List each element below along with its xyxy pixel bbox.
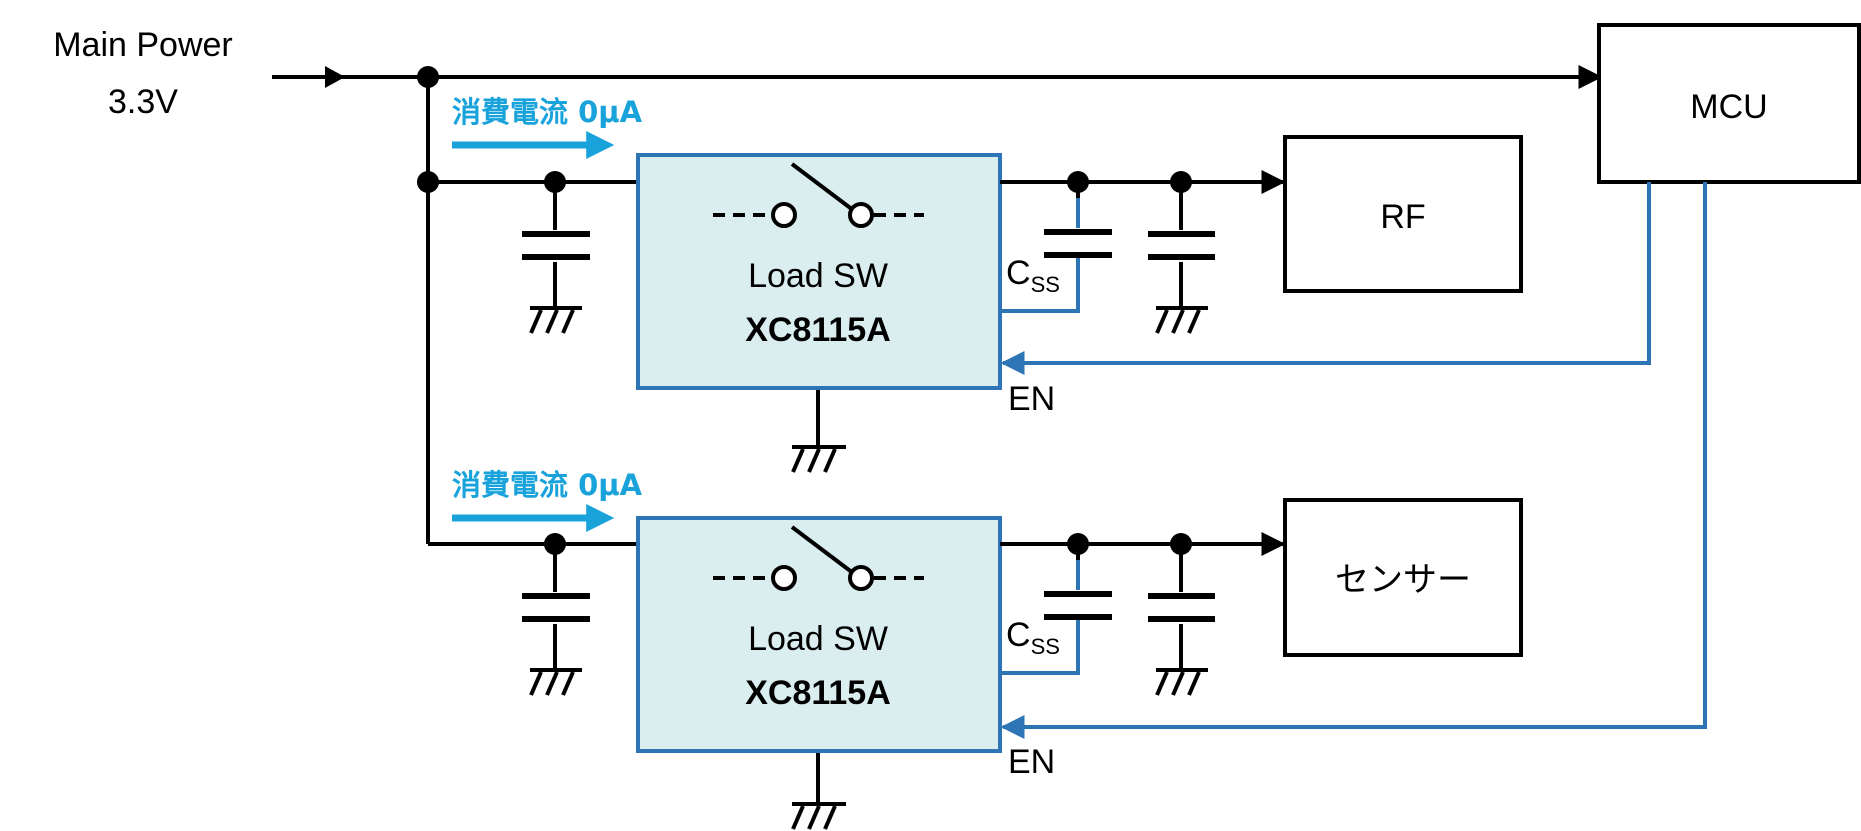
switch-icon xyxy=(713,162,924,228)
switch-icon xyxy=(713,525,924,591)
css-label: CSS xyxy=(1006,616,1060,659)
css-main: C xyxy=(1006,616,1031,654)
switch-label: Load SW xyxy=(748,257,888,295)
load-label: RF xyxy=(1380,198,1425,236)
output-capacitor-icon xyxy=(1148,544,1215,696)
css-subscript: SS xyxy=(1031,272,1060,297)
css-main: C xyxy=(1006,254,1031,292)
channel-sensor: 消費電流 0μA Load SW XC8115A xyxy=(428,182,1707,830)
css-label: CSS xyxy=(1006,254,1060,297)
chip-ground-icon xyxy=(791,390,846,473)
chip-ground-icon xyxy=(791,753,846,830)
soft-start-capacitor-icon xyxy=(1002,544,1112,675)
load-label: センサー xyxy=(1335,560,1471,600)
power-input-arrow-icon xyxy=(325,66,345,88)
junction-dot xyxy=(417,66,439,88)
css-subscript: SS xyxy=(1031,634,1060,659)
soft-start-capacitor-icon xyxy=(1002,182,1112,313)
input-capacitor-icon xyxy=(522,182,590,334)
switch-label: Load SW xyxy=(748,620,888,658)
part-number: XC8115A xyxy=(745,674,891,712)
enable-control-wire xyxy=(1000,182,1707,739)
channel-rf: 消費電流 0μA Load SW XC8115A xyxy=(428,95,1651,473)
enable-control-wire xyxy=(1000,182,1651,375)
rf-block xyxy=(1283,135,1523,293)
sensor-block xyxy=(1283,498,1523,657)
load-switch-chip xyxy=(636,516,1002,753)
mcu-label: MCU xyxy=(1690,88,1767,126)
en-label: EN xyxy=(1008,743,1055,781)
mcu-block xyxy=(1597,23,1861,184)
load-switch-chip xyxy=(636,153,1002,390)
current-label: 消費電流 0μA xyxy=(452,468,643,502)
power-label-line1: Main Power xyxy=(53,26,233,64)
power-label-line2: 3.3V xyxy=(108,83,178,121)
part-number: XC8115A xyxy=(745,311,891,349)
output-capacitor-icon xyxy=(1148,182,1215,334)
current-label: 消費電流 0μA xyxy=(452,95,643,129)
en-label: EN xyxy=(1008,380,1055,418)
input-capacitor-icon xyxy=(522,544,590,696)
